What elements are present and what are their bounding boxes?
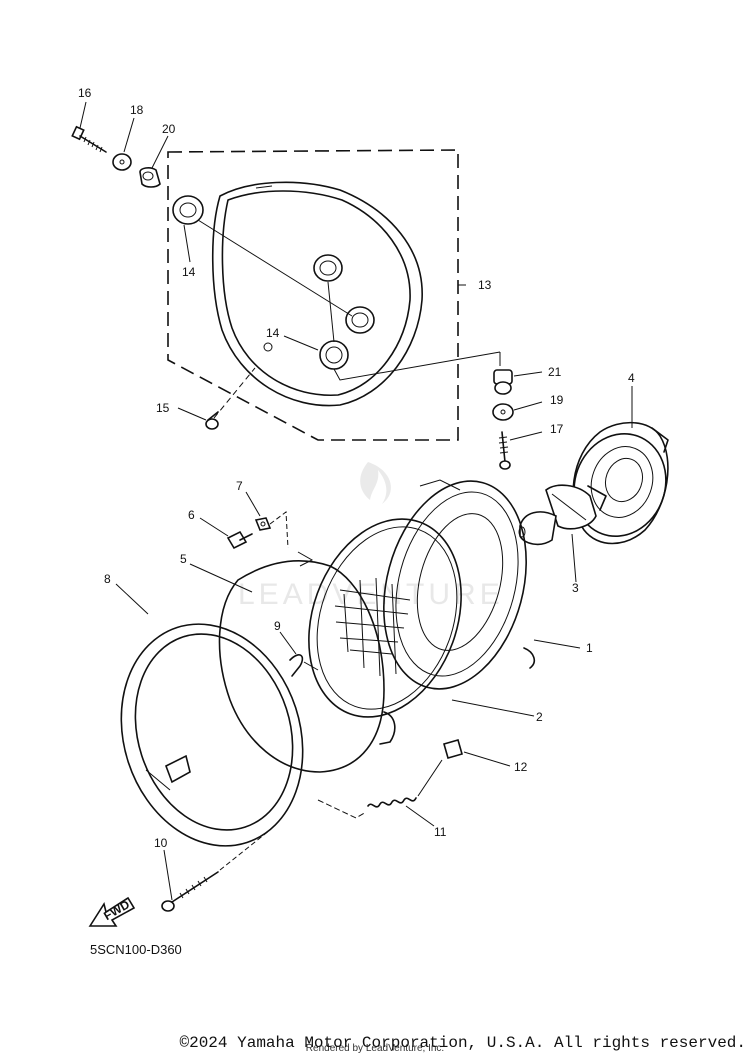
screw-6 xyxy=(226,530,253,550)
assembly-13-dashed-outline xyxy=(167,149,459,441)
callout-4: 4 xyxy=(628,371,635,385)
copyright-text: ©2024 Yamaha Motor Corporation, U.S.A. A… xyxy=(179,1034,747,1052)
callout-9: 9 xyxy=(274,619,281,633)
rendered-by-text: Rendered by LeadVenture, Inc. xyxy=(305,1043,445,1054)
screw-10 xyxy=(161,829,271,912)
washer-18 xyxy=(112,153,132,171)
callout-labels: 16 18 20 14 13 14 15 21 19 17 4 7 6 5 8 … xyxy=(78,86,635,850)
grommet-21 xyxy=(493,369,513,395)
rim-8 xyxy=(120,623,304,847)
callout-10: 10 xyxy=(154,836,168,850)
washer-19 xyxy=(492,403,514,421)
callout-18: 18 xyxy=(130,103,144,117)
callout-6: 6 xyxy=(188,508,195,522)
callout-leaders xyxy=(79,101,633,901)
bulb-3 xyxy=(518,484,607,546)
callout-12: 12 xyxy=(514,760,528,774)
callout-2: 2 xyxy=(536,710,543,724)
callout-14-lower: 14 xyxy=(266,326,280,340)
grommet-14 xyxy=(172,195,204,225)
reflector-1 xyxy=(383,479,536,690)
spring-11 xyxy=(317,759,443,819)
headlight-body-5 xyxy=(218,551,396,773)
callout-21: 21 xyxy=(548,365,562,379)
nut-12 xyxy=(443,739,463,759)
callout-20: 20 xyxy=(162,122,176,136)
headlight-housing xyxy=(211,181,423,407)
bolt-16 xyxy=(71,125,107,153)
callout-16: 16 xyxy=(78,86,92,100)
callout-8: 8 xyxy=(104,572,111,586)
lens-unit-2 xyxy=(308,518,462,718)
socket-4 xyxy=(572,421,669,545)
collar-20 xyxy=(139,167,161,188)
nut-7 xyxy=(254,517,272,531)
screw-15 xyxy=(205,367,256,430)
callout-1: 1 xyxy=(586,641,593,655)
callout-3: 3 xyxy=(572,581,579,595)
callout-11: 11 xyxy=(434,825,447,839)
bolt-17 xyxy=(498,431,511,470)
callout-14-upper: 14 xyxy=(182,265,196,279)
callout-7: 7 xyxy=(236,479,243,493)
callout-17: 17 xyxy=(550,422,564,436)
callout-19: 19 xyxy=(550,393,564,407)
callout-15: 15 xyxy=(156,401,170,415)
diagram-code: 5SCN100-D360 xyxy=(90,942,182,957)
callout-13: 13 xyxy=(478,278,492,292)
callout-5: 5 xyxy=(180,552,187,566)
fwd-arrow-icon: FWD xyxy=(88,896,136,927)
